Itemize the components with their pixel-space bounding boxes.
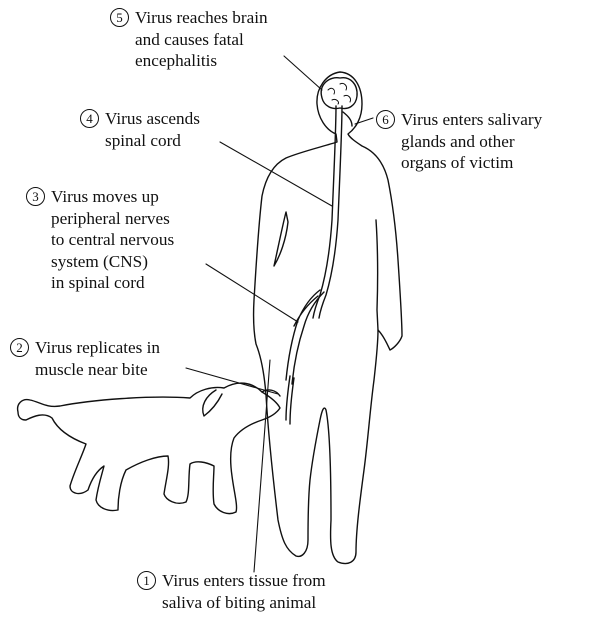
- brain: [321, 78, 357, 109]
- step-5-line-2: and causes fatal: [110, 29, 268, 51]
- step-3-line-2: peripheral nerves: [26, 208, 174, 230]
- step-4-line-2: spinal cord: [80, 130, 200, 152]
- callout-line-5: [284, 56, 322, 90]
- step-3-label: 3 Virus moves up peripheral nerves to cen…: [26, 186, 174, 294]
- spinal-cord: [313, 106, 336, 318]
- salivary-nerve: [343, 112, 352, 126]
- step-1-line-1: Virus enters tissue from: [162, 571, 326, 590]
- callout-line-4: [220, 142, 332, 206]
- step-4-label: 4 Virus ascends spinal cord: [80, 108, 200, 151]
- callout-line-3: [206, 264, 298, 322]
- right-arm-gap: [376, 220, 378, 330]
- step-5-label: 5 Virus reaches brain and causes fatal en…: [110, 7, 268, 72]
- step-1-number: 1: [137, 571, 156, 590]
- step-3-number: 3: [26, 187, 45, 206]
- brain-folds: [328, 83, 351, 104]
- callout-line-6: [355, 118, 373, 124]
- step-5-number: 5: [110, 8, 129, 27]
- peripheral-nerves: [286, 290, 324, 424]
- step-6-line-3: organs of victim: [376, 152, 542, 174]
- dog-silhouette: [18, 383, 280, 514]
- step-5-line-3: encephalitis: [110, 50, 268, 72]
- step-6-number: 6: [376, 110, 395, 129]
- step-6-line-1: Virus enters salivary: [401, 110, 542, 129]
- callout-lines: [186, 56, 373, 572]
- step-2-label: 2 Virus replicates in muscle near bite: [10, 337, 160, 380]
- step-2-line-2: muscle near bite: [10, 359, 160, 381]
- step-3-line-4: system (CNS): [26, 251, 174, 273]
- step-2-number: 2: [10, 338, 29, 357]
- step-1-line-2: saliva of biting animal: [137, 592, 326, 614]
- step-6-line-2: glands and other: [376, 131, 542, 153]
- step-3-line-1: Virus moves up: [51, 187, 159, 206]
- step-3-line-3: to central nervous: [26, 229, 174, 251]
- step-4-line-1: Virus ascends: [105, 109, 200, 128]
- step-1-label: 1 Virus enters tissue from saliva of biti…: [137, 570, 326, 613]
- step-2-line-1: Virus replicates in: [35, 338, 160, 357]
- step-4-number: 4: [80, 109, 99, 128]
- step-3-line-5: in spinal cord: [26, 272, 174, 294]
- dog-ear: [203, 390, 222, 416]
- left-arm-gap: [274, 212, 288, 266]
- step-5-line-1: Virus reaches brain: [135, 8, 268, 27]
